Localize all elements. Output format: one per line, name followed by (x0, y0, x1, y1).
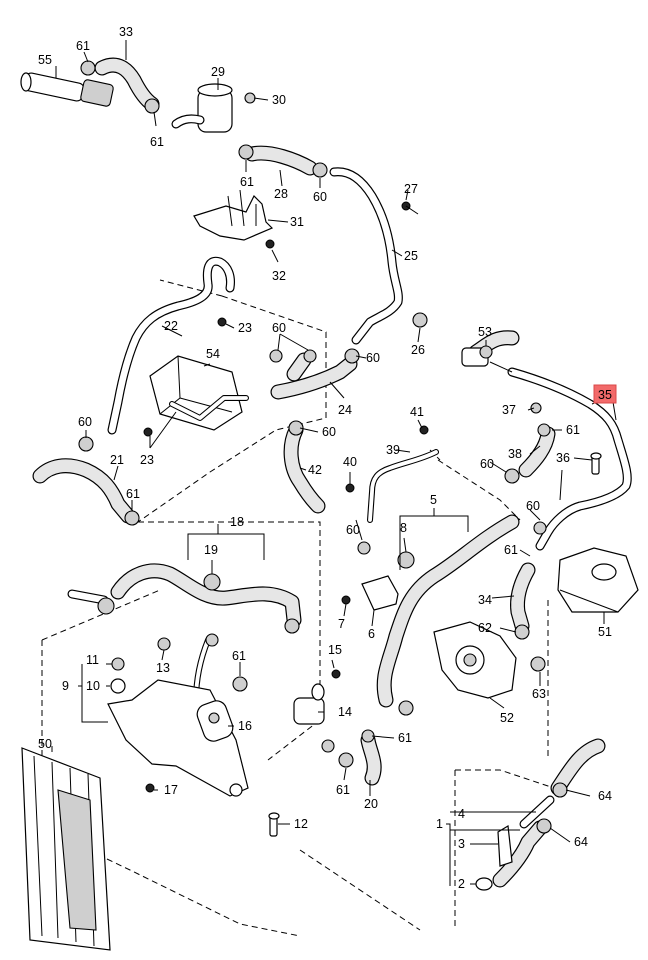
callout-64-a: 64 (598, 789, 612, 803)
part-53-connector (461, 345, 493, 367)
outline-right-1 (437, 459, 521, 521)
callout-17: 17 (164, 783, 178, 797)
part-29-valve (171, 83, 233, 133)
callout-23-a: 23 (238, 321, 252, 335)
callout-51: 51 (598, 625, 612, 639)
callout-16: 16 (238, 719, 252, 733)
callout-2: 2 (458, 877, 465, 891)
callout-9: 9 (62, 679, 69, 693)
callout-60-f: 60 (480, 457, 494, 471)
callout-12: 12 (294, 817, 308, 831)
part-12-bolt (268, 812, 280, 837)
callout-15: 15 (328, 643, 342, 657)
callout-36: 36 (556, 451, 570, 465)
part-32-bolt (265, 239, 275, 249)
callout-60-g: 60 (526, 499, 540, 513)
callout-39: 39 (386, 443, 400, 457)
part-9-bracket (107, 679, 249, 797)
part-14-valve (293, 683, 325, 725)
part-54-cooler (149, 355, 249, 431)
outline-right-3 (455, 769, 561, 791)
leader-lines (51, 40, 617, 886)
callout-labels: 33 61 55 61 29 30 61 28 60 27 31 25 32 2… (38, 25, 612, 891)
part-31-bracket (193, 189, 274, 241)
part-36-bolt (590, 452, 602, 475)
callout-61-f: 61 (504, 543, 518, 557)
callout-13: 13 (156, 661, 170, 675)
callout-53: 53 (478, 325, 492, 339)
callout-18: 18 (230, 515, 244, 529)
callout-4: 4 (458, 807, 465, 821)
callout-37: 37 (502, 403, 516, 417)
callout-60-c: 60 (366, 351, 380, 365)
callout-55: 55 (38, 53, 52, 67)
callout-14: 14 (338, 705, 352, 719)
callout-64-b: 64 (574, 835, 588, 849)
callout-60-a: 60 (313, 190, 327, 204)
callout-61-c: 61 (240, 175, 254, 189)
callout-50: 50 (38, 737, 52, 751)
part-51-expansion-tank (557, 547, 639, 613)
callout-29: 29 (211, 65, 225, 79)
callout-35-highlight (593, 384, 617, 404)
callout-10: 10 (86, 679, 100, 693)
callout-61-d: 61 (126, 487, 140, 501)
callout-41: 41 (410, 405, 424, 419)
callout-42: 42 (308, 463, 322, 477)
callout-27: 27 (404, 182, 418, 196)
callout-1: 1 (436, 817, 443, 831)
callout-25: 25 (404, 249, 418, 263)
callout-35: 35 (598, 388, 612, 402)
part-55-flange (20, 72, 114, 107)
callout-52: 52 (500, 711, 514, 725)
callout-19: 19 (204, 543, 218, 557)
callout-26: 26 (411, 343, 425, 357)
callout-21: 21 (110, 453, 124, 467)
callout-31: 31 (290, 215, 304, 229)
callout-60-e: 60 (78, 415, 92, 429)
callout-60-h: 60 (346, 523, 360, 537)
callout-61-i: 61 (336, 783, 350, 797)
callout-60-d: 60 (322, 425, 336, 439)
callout-40: 40 (343, 455, 357, 469)
part-6-bracket (361, 575, 399, 611)
callout-33: 33 (119, 25, 133, 39)
callout-3: 3 (458, 837, 465, 851)
callout-61-h: 61 (398, 731, 412, 745)
callout-5: 5 (430, 493, 437, 507)
outline-middle (138, 521, 321, 761)
part-50-radiator (21, 747, 111, 951)
callout-63: 63 (532, 687, 546, 701)
callout-60-b: 60 (272, 321, 286, 335)
callout-61-b: 61 (150, 135, 164, 149)
callout-61-e: 61 (566, 423, 580, 437)
callout-61-a: 61 (76, 39, 90, 53)
callout-62: 62 (478, 621, 492, 635)
callout-23-b: 23 (140, 453, 154, 467)
part-52-pump (433, 621, 517, 699)
callout-20: 20 (364, 797, 378, 811)
outline-left-2 (41, 589, 161, 641)
callout-11: 11 (86, 653, 99, 667)
callout-54: 54 (206, 347, 220, 361)
callout-24: 24 (338, 403, 352, 417)
outline-bottom-right (299, 849, 421, 931)
callout-30: 30 (272, 93, 286, 107)
callout-32: 32 (272, 269, 286, 283)
hoses (32, 57, 606, 888)
callout-34: 34 (478, 593, 492, 607)
callout-28: 28 (274, 187, 288, 201)
callout-8: 8 (400, 521, 407, 535)
callout-22: 22 (164, 319, 178, 333)
part-27-bolt (401, 201, 419, 215)
components (20, 60, 639, 951)
part-16-pump (196, 700, 234, 742)
callout-61-g: 61 (232, 649, 246, 663)
outline-upper-left-2 (159, 279, 223, 297)
callout-38: 38 (508, 447, 522, 461)
callout-6: 6 (368, 627, 375, 641)
callout-7: 7 (338, 617, 345, 631)
